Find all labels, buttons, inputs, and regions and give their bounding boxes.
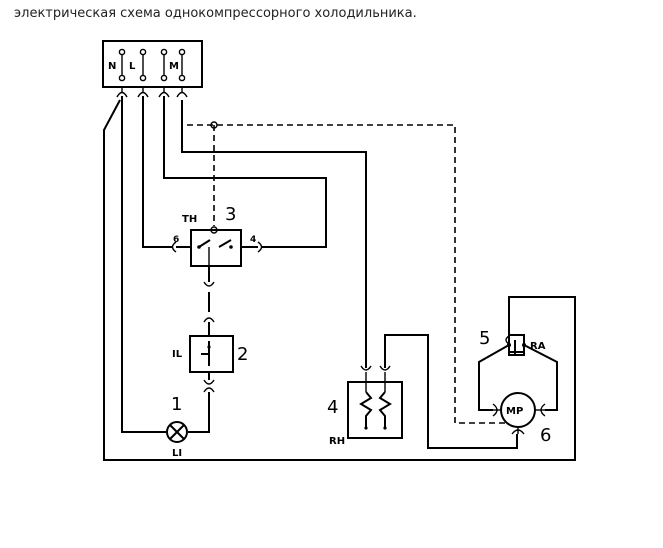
- terminal-block: N L M: [102, 40, 203, 88]
- wire-heater-to-motor: [384, 334, 518, 449]
- wire-relay-left: [478, 344, 510, 411]
- terminal-block-screws: [118, 48, 186, 82]
- lamp-switch: IL 2: [172, 335, 248, 393]
- lamp-code: LI: [172, 448, 182, 459]
- relay: 5 RA: [479, 328, 546, 356]
- terminal-label-n: N: [108, 61, 116, 72]
- lamp: 1 LI: [166, 394, 188, 459]
- wire-il-to-lamp: [188, 392, 210, 433]
- lamp-switch-code: IL: [172, 349, 183, 360]
- wire-n-to-lamp: [121, 96, 166, 433]
- terminal-label-l: L: [129, 61, 136, 72]
- wire-dashed-compressor: [181, 120, 506, 424]
- heater-code: RH: [329, 436, 345, 447]
- wire-m-to-thermostat: [163, 96, 327, 248]
- wire-to-heater: [181, 100, 367, 368]
- thermostat: TH 3 6 4: [171, 204, 263, 323]
- motor-compressor: MP 6: [492, 392, 551, 446]
- motor-code: MP: [506, 406, 523, 417]
- terminal-connectors: [116, 87, 188, 98]
- relay-code: RA: [530, 341, 546, 352]
- thermostat-contact-right: 4: [250, 235, 256, 245]
- lamp-number: 1: [171, 394, 182, 415]
- lamp-switch-number: 2: [237, 344, 248, 365]
- diagram-title: электрическая схема однокомпрессорного х…: [14, 6, 417, 21]
- motor-number: 6: [540, 425, 551, 446]
- terminal-label-m: M: [169, 61, 179, 72]
- wire-n-outer-loop: [103, 99, 576, 461]
- wires: [103, 96, 576, 461]
- junction-dot: [210, 121, 218, 129]
- thermostat-number: 3: [225, 204, 236, 225]
- wire-relay-right: [523, 344, 558, 411]
- thermostat-code: TH: [182, 214, 197, 225]
- thermostat-contact-left: 6: [173, 235, 179, 245]
- wire-l-to-thermostat: [142, 96, 172, 248]
- heater-number: 4: [327, 397, 338, 418]
- heater: 4 RH: [327, 365, 403, 447]
- relay-number: 5: [479, 328, 490, 349]
